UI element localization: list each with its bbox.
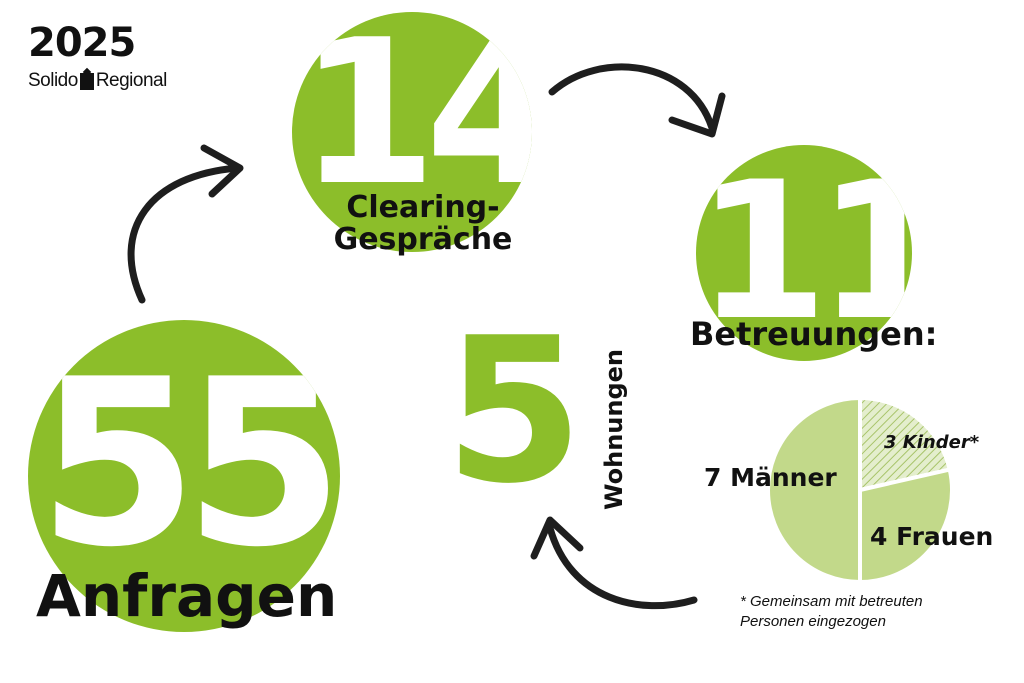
pie-label-men: 7 Männer [704, 463, 837, 492]
footnote-line1: * Gemeinsam mit betreuten [740, 593, 923, 610]
inquiries-number: 55 [37, 331, 340, 598]
clearing-circle: 14 [292, 12, 532, 252]
clearing-label: Clearing- Gespräche [318, 192, 528, 255]
support-number: 11 [696, 145, 912, 361]
clearing-number: 14 [298, 12, 532, 230]
pie-slices [766, 395, 954, 585]
footnote-line2: Personen eingezogen [740, 612, 886, 630]
arrow-head-clearing-to-support-icon [668, 92, 726, 138]
logo-mark-icon [79, 72, 94, 90]
logo-text-left: Solido [28, 70, 78, 91]
arrow-clearing-to-support [548, 63, 716, 132]
pie-slice-2 [858, 395, 953, 493]
clearing-label-line1: Clearing- [346, 190, 500, 225]
pie-label-women: 4 Frauen [870, 522, 994, 551]
year-heading: 2025 [28, 20, 136, 66]
inquiries-circle: 55 [28, 320, 340, 632]
arrow-inquiries-to-clearing [127, 164, 242, 304]
pie-label-children: 3 Kinder* [884, 432, 980, 453]
logo-text-right: Regional [95, 70, 168, 91]
footnote: * Gemeinsam mit betreuten Personen einge… [740, 592, 923, 631]
support-circle: 11 [696, 145, 912, 361]
support-label: Betreuungen: [690, 315, 938, 353]
solido-regional-logo: Solido Regional [28, 70, 167, 92]
clearing-label-line2: Gespräche [333, 221, 513, 257]
arrow-head-support-to-housing-icon [530, 516, 584, 560]
housing-number: 5 [444, 295, 583, 528]
arrow-support-to-housing [546, 524, 698, 610]
arrow-head-inquiries-to-clearing-icon [200, 144, 244, 198]
pie-slice-1 [858, 467, 954, 585]
pie-slice-0 [766, 395, 862, 585]
inquiries-label: Anfragen [36, 562, 338, 630]
